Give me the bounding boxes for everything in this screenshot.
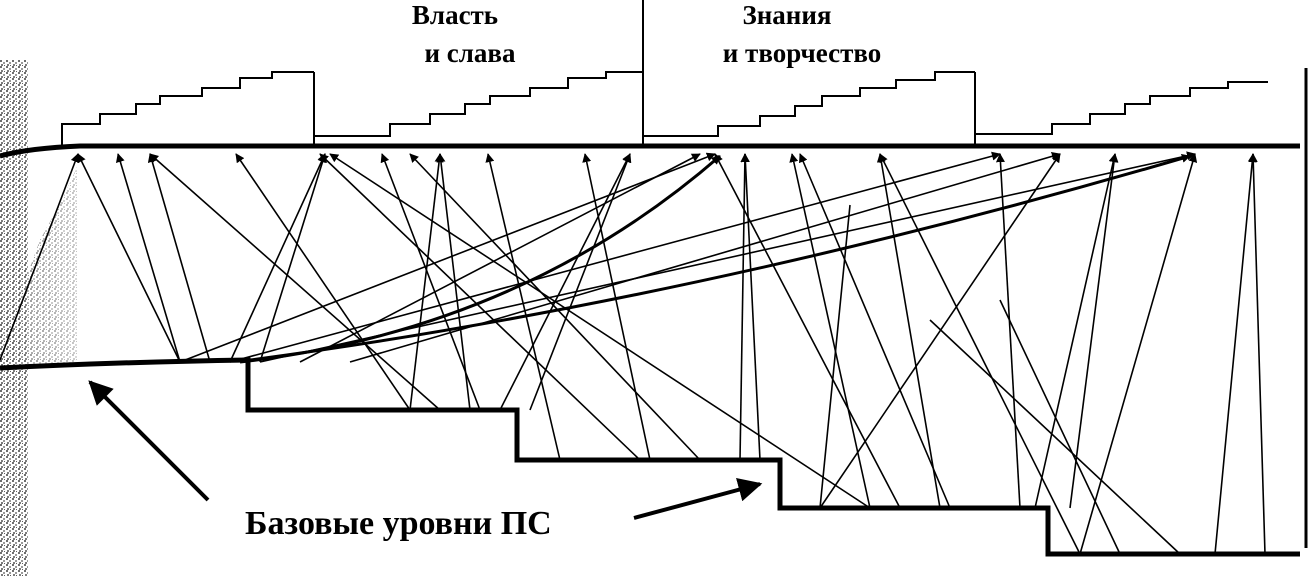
callout-arrow-left xyxy=(88,380,210,502)
arrow-line-28 xyxy=(879,153,1081,555)
arrow-line-6 xyxy=(259,153,327,363)
arrow-line-17 xyxy=(582,153,651,461)
arrow-line-8 xyxy=(149,153,441,411)
callout-label: Базовые уровни ПС xyxy=(245,505,552,542)
arrow-line-9 xyxy=(409,153,444,411)
arrow-line-5 xyxy=(229,153,326,363)
arrow-line-40 xyxy=(299,153,701,363)
arrow-line-25 xyxy=(789,153,871,509)
section-heading-knowledge: Знания и творчество xyxy=(723,0,882,68)
arrow-line-13 xyxy=(499,153,631,411)
arrow-line-3 xyxy=(116,153,181,363)
arrow-line-24 xyxy=(819,153,1061,509)
upper-boundary xyxy=(0,68,1308,548)
arrow-line-16 xyxy=(409,153,701,461)
arrow-line-22 xyxy=(179,152,716,363)
arrow-line-37 xyxy=(999,299,1121,555)
arrow-line-39 xyxy=(349,151,1061,363)
arrow-line-29 xyxy=(995,153,1021,509)
arrow-line-27 xyxy=(876,153,941,509)
arrow-curve-1 xyxy=(239,154,721,364)
arrow-line-23 xyxy=(819,204,851,509)
top-staircases xyxy=(61,71,1268,146)
section-heading-power: Власть и слава xyxy=(412,0,516,68)
arrow-line-31 xyxy=(1034,153,1118,509)
arrow-line-12 xyxy=(319,153,641,461)
arrow-line-15 xyxy=(485,153,561,461)
arrow-line-35 xyxy=(1079,153,1198,555)
left-shaded-edge xyxy=(0,60,78,576)
arrows xyxy=(0,151,1266,555)
arrow-line-19 xyxy=(739,153,750,461)
section-title-power-line2: и слава xyxy=(424,38,516,68)
base-levels-staircase xyxy=(0,357,1300,557)
section-title-power-line1: Власть xyxy=(412,0,498,30)
callout: Базовые уровни ПС xyxy=(88,380,763,542)
section-title-knowledge-line1: Знания xyxy=(742,0,831,30)
arrow-line-14 xyxy=(529,153,632,411)
arrow-line-36 xyxy=(259,151,1196,363)
arrow-line-4 xyxy=(147,153,211,363)
arrow-line-34 xyxy=(1248,153,1266,555)
arrow-curve-2 xyxy=(249,153,1191,362)
arrow-line-33 xyxy=(1214,153,1257,555)
arrow-line-21 xyxy=(714,153,901,509)
arrow-line-32 xyxy=(1069,153,1119,509)
arrow-line-7 xyxy=(235,153,411,411)
arrow-line-2 xyxy=(0,153,80,361)
arrow-line-26 xyxy=(799,153,951,509)
arrow-line-30 xyxy=(229,151,1001,363)
arrow-line-1 xyxy=(77,153,181,363)
arrow-line-38 xyxy=(929,319,1181,555)
arrow-line-11 xyxy=(380,153,481,411)
arrow-line-20 xyxy=(740,153,761,461)
callout-arrow-right xyxy=(633,478,763,520)
section-title-knowledge-line2: и творчество xyxy=(723,38,882,68)
arrow-line-18 xyxy=(329,153,871,509)
